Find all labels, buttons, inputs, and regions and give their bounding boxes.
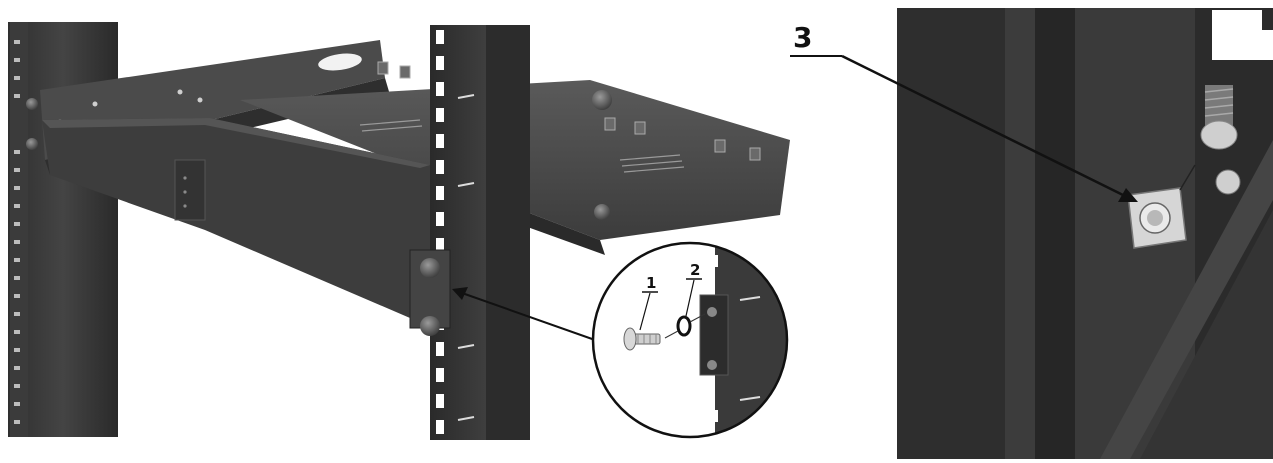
callout-3: 3 (790, 21, 1138, 202)
screw-hardware (623, 327, 661, 351)
threaded-stud (1200, 85, 1241, 195)
shelf-body (42, 118, 430, 320)
mount-bolt-lower (420, 316, 440, 336)
detail-arrow (461, 292, 596, 341)
washer-hardware (676, 315, 692, 337)
detail-zoom-circle: 1 2 (591, 241, 789, 439)
callout-3-label: 3 (793, 21, 812, 54)
post-holes-left (14, 40, 20, 424)
rack-assembly-illustration (8, 22, 790, 440)
callout-1-label: 1 (646, 274, 656, 292)
cage-nut-hardware (1127, 164, 1196, 249)
cage-nut-closeup-illustration (897, 8, 1273, 459)
callout-1-leader (639, 292, 651, 331)
mount-bolt-upper (420, 258, 440, 278)
callout-2-label: 2 (690, 261, 700, 279)
callout-3-leader (841, 54, 1126, 198)
callout-2-leader (685, 279, 695, 317)
